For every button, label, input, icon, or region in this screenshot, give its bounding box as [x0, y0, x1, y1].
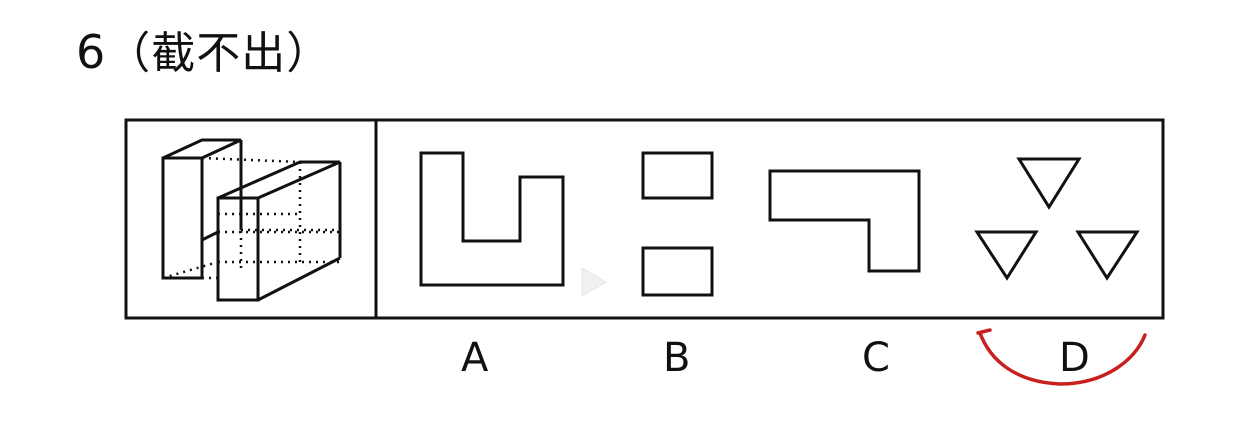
- figure-frame: [124, 118, 1165, 320]
- option-b-label[interactable]: B: [663, 335, 691, 381]
- option-d-label[interactable]: D: [1059, 335, 1090, 381]
- question-title: 6（截不出）: [76, 22, 331, 84]
- question-qualifier: （截不出）: [106, 28, 332, 79]
- option-c-label[interactable]: C: [862, 335, 890, 381]
- hidden-edges: [162, 140, 340, 300]
- solid-3d: [161, 138, 342, 302]
- option-b-shape: [641, 151, 714, 297]
- option-c-shape: [768, 169, 921, 273]
- option-d-shape: [974, 157, 1140, 281]
- play-icon: [581, 267, 607, 297]
- question-number: 6: [76, 25, 107, 79]
- answer-mark-icon: [978, 331, 1147, 386]
- option-a-shape: [419, 151, 565, 287]
- option-a-label[interactable]: A: [461, 335, 489, 381]
